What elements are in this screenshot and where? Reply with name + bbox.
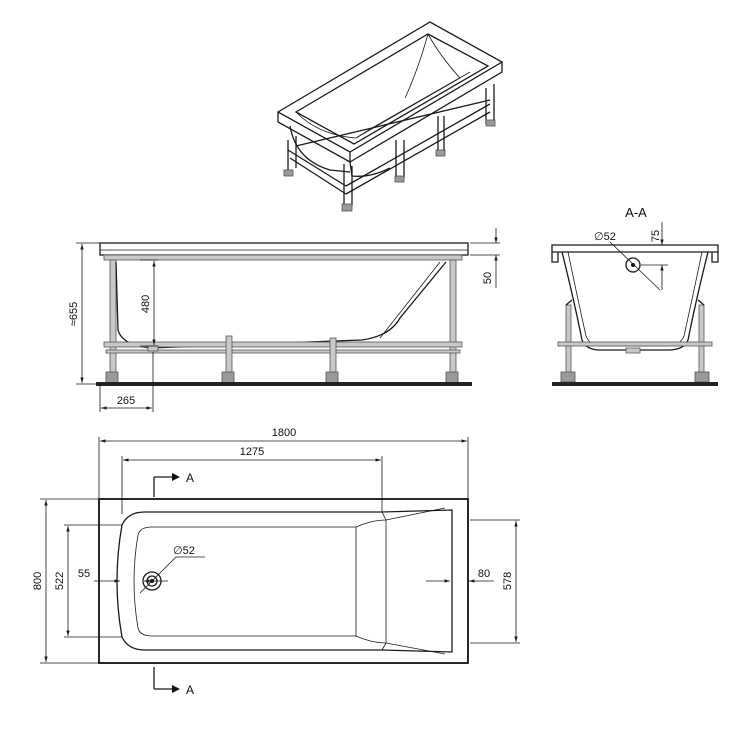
- dim-drain-offset: 265: [101, 395, 152, 410]
- section-marker-top: A: [186, 471, 194, 485]
- dim-inner-width-head-label: 522: [54, 572, 66, 590]
- dim-overall-width: 800: [32, 500, 48, 662]
- dim-overall-width-label: 800: [32, 572, 44, 590]
- dim-section-drain-offset: 75: [650, 222, 664, 290]
- dim-inner-length: 1275: [123, 446, 381, 462]
- dim-top-drain-diameter-label: ∅52: [173, 545, 195, 557]
- dim-foot-offset: 80: [426, 568, 494, 583]
- dim-inner-width-foot: 578: [502, 521, 518, 642]
- dim-drain-from-edge-label: 55: [78, 568, 90, 580]
- top-view: [40, 437, 520, 693]
- dim-drain-offset-label: 265: [117, 395, 135, 407]
- dim-foot-offset-label: 80: [478, 568, 490, 580]
- side-view: [76, 242, 500, 412]
- dim-inner-depth: 480: [140, 261, 156, 345]
- dim-overall-length-label: 1800: [272, 427, 296, 439]
- dim-section-drain-diameter: ∅52: [594, 231, 616, 243]
- dim-inner-length-label: 1275: [240, 446, 264, 458]
- dim-overall-length: 1800: [100, 427, 467, 443]
- dim-total-height: ≈655: [68, 244, 84, 383]
- dim-inner-width-head: 522: [54, 526, 70, 636]
- dim-inner-width-foot-label: 578: [502, 572, 514, 590]
- section-view: A-A: [551, 205, 719, 386]
- section-title: A-A: [625, 205, 647, 220]
- dim-top-drain-diameter: ∅52: [173, 545, 195, 557]
- dim-total-height-label: ≈655: [68, 302, 80, 326]
- section-marker-bottom: A: [186, 683, 194, 697]
- isometric-view: [276, 21, 504, 212]
- dim-rim-height: 50: [482, 228, 498, 288]
- dim-rim-height-label: 50: [482, 272, 494, 284]
- dim-section-drain-offset-label: 75: [650, 230, 662, 242]
- dim-inner-depth-label: 480: [140, 295, 152, 313]
- dim-section-drain-diameter-label: ∅52: [594, 231, 616, 243]
- dim-drain-from-edge: 55: [78, 568, 168, 583]
